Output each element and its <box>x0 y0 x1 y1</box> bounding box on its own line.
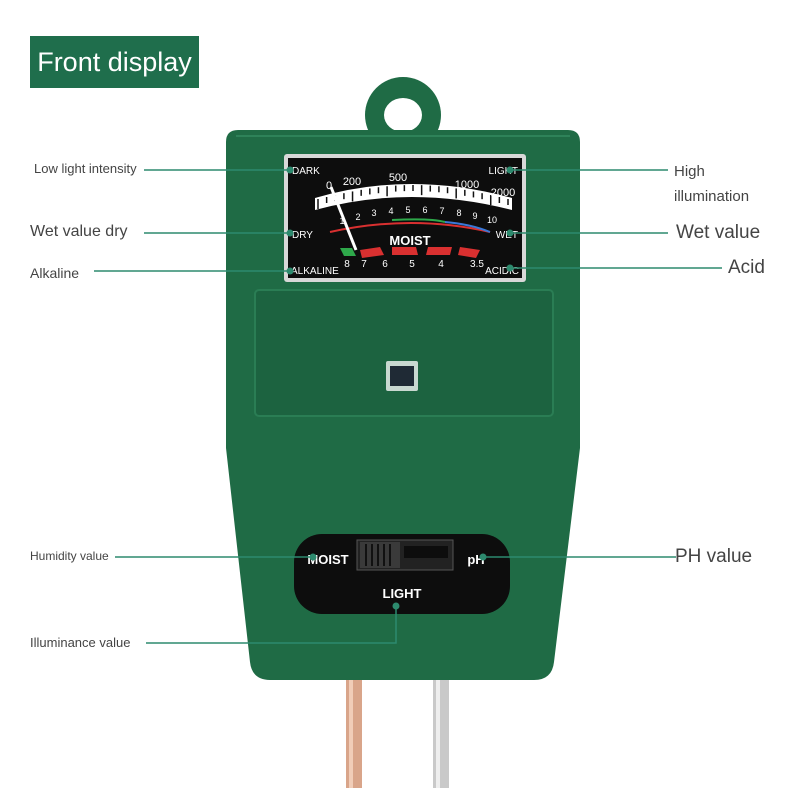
lux-tick-label: 500 <box>389 172 407 184</box>
ph-tick-label: 6 <box>382 259 388 270</box>
moist-tick-label: 7 <box>439 206 444 216</box>
ph-acid-block <box>458 247 480 258</box>
illuminance-callout: Illuminance value <box>30 635 131 650</box>
mode-switch-window <box>294 534 510 614</box>
wet-arc <box>444 221 491 233</box>
alkaline-callout: Alkaline <box>30 265 80 281</box>
switch-moist-label: MOIST <box>307 552 348 567</box>
moist-tick-label: 2 <box>355 212 360 222</box>
low-light-callout: Low light intensity <box>34 161 137 176</box>
meter-wet-label: WET <box>496 230 518 241</box>
lux-scale-band <box>315 184 512 210</box>
moist-tick-label: 9 <box>472 211 477 221</box>
switch-light-label: LIGHT <box>383 586 422 601</box>
moist-tick-label: 8 <box>456 208 461 218</box>
acid-callout: Acid <box>728 257 765 278</box>
moist-tick-label: 3 <box>371 208 376 218</box>
high-callout: High <box>674 163 705 180</box>
lux-tick-label: 2000 <box>491 187 515 199</box>
ph-value-callout: PH value <box>675 546 753 567</box>
ph-tick-label: 8 <box>344 259 350 270</box>
moist-tick-label: 4 <box>388 206 393 216</box>
meter-dry-label: DRY <box>292 230 313 241</box>
moist-tick-label: 1 <box>339 216 344 226</box>
ph-tick-label: 4 <box>438 259 444 270</box>
ph-tick-label: 3.5 <box>470 259 484 270</box>
steel-probe <box>433 676 449 788</box>
moist-arc <box>391 218 446 223</box>
meter-needle <box>329 186 358 251</box>
copper-probe <box>346 676 362 788</box>
moist-tick-label: 5 <box>405 205 410 215</box>
moist-tick-label: 10 <box>487 215 497 225</box>
meter-face <box>288 158 522 278</box>
lux-tick-label: 1000 <box>455 179 479 191</box>
wet-value-callout: Wet value <box>676 222 761 243</box>
meter-moist-label: MOIST <box>389 233 430 248</box>
humidity-callout: Humidity value <box>30 549 109 563</box>
meter-light-label: LIGHT <box>489 166 518 177</box>
illumination-callout: illumination <box>674 188 750 205</box>
front-panel <box>254 289 554 417</box>
meter-alkaline-label: ALKALINE <box>291 266 339 277</box>
page-title: Front display <box>30 36 199 88</box>
moist-tick-label: 6 <box>422 205 427 215</box>
callout-dots <box>286 166 514 610</box>
meter-acidic-label: ACIDIC <box>485 266 519 277</box>
wet-dry-callout: Wet value dry <box>30 223 128 240</box>
lux-tick-label: 200 <box>343 176 361 188</box>
ph-alkaline-block <box>340 248 356 256</box>
ph-tick-label: 7 <box>361 259 367 270</box>
callout-lines <box>94 169 722 644</box>
ph-tick-label: 5 <box>409 259 415 270</box>
lux-tick-label: 0 <box>326 180 332 192</box>
meter-dark-label: DARK <box>292 166 320 177</box>
